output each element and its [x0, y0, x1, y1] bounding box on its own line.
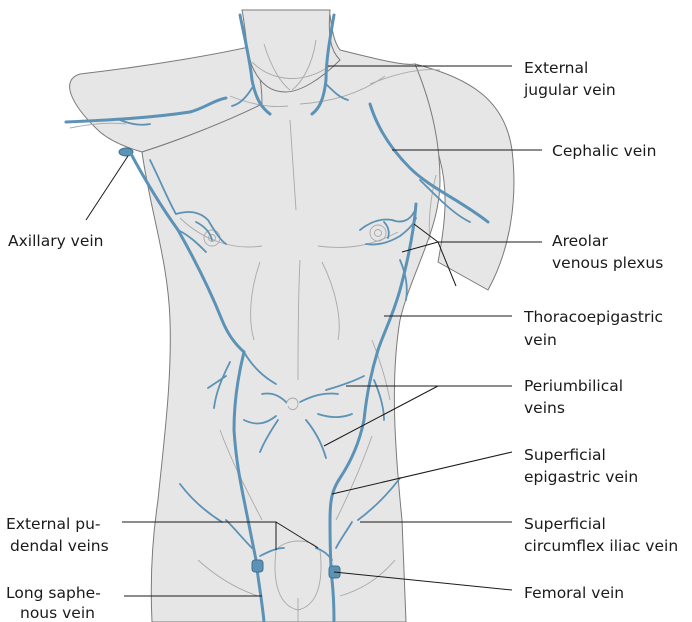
label-external-pudendal-1: External pu-: [6, 515, 101, 533]
label-periumbilical-2: veins: [524, 399, 565, 417]
label-axillary: Axillary vein: [8, 232, 104, 250]
label-long-saphenous-2: nous vein: [20, 604, 95, 622]
leader-axillary: [86, 156, 128, 220]
label-femoral: Femoral vein: [524, 584, 624, 602]
label-superficial-circumflex-1: Superficial: [524, 515, 606, 533]
label-external-pudendal-2: dendal veins: [10, 537, 109, 555]
label-long-saphenous-1: Long saphe-: [6, 584, 101, 602]
label-thoracoepigastric-2: vein: [524, 331, 557, 349]
label-superficial-circumflex-2: circumflex iliac vein: [524, 537, 678, 555]
label-thoracoepigastric-1: Thoracoepigastric: [523, 308, 663, 326]
label-areolar-2: venous plexus: [552, 254, 663, 272]
label-external-jugular-1: External: [524, 59, 588, 77]
label-superficial-epigastric-2: epigastric vein: [524, 468, 638, 486]
label-periumbilical-1: Periumbilical: [524, 377, 623, 395]
label-external-jugular-2: jugular vein: [523, 81, 616, 99]
label-cephalic: Cephalic vein: [552, 142, 656, 160]
label-superficial-epigastric-1: Superficial: [524, 446, 606, 464]
label-areolar-1: Areolar: [552, 232, 608, 250]
